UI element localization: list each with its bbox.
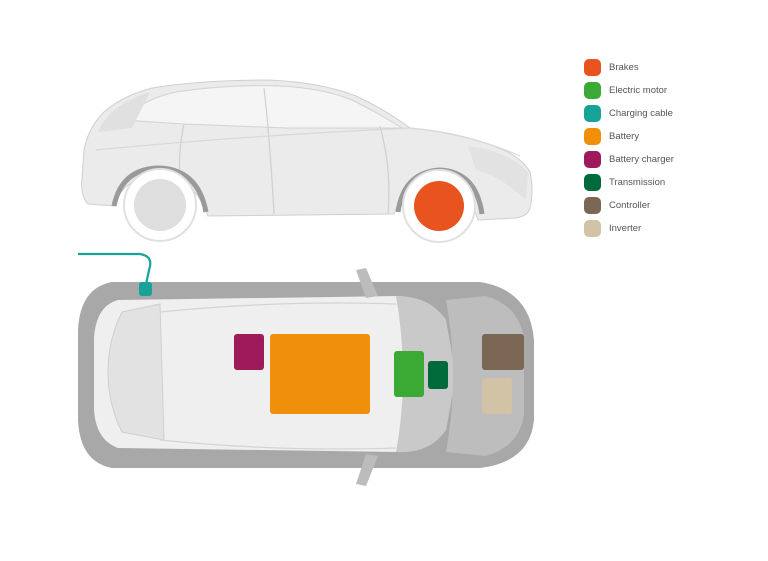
- electric-motor-component: [394, 351, 424, 397]
- transmission-swatch: [584, 174, 601, 191]
- charging-cable-swatch: [584, 105, 601, 122]
- charging-cable-plug: [139, 282, 152, 296]
- top-mirror-left: [356, 268, 378, 298]
- legend-item-charging-cable: Charging cable: [584, 105, 754, 122]
- legend-item-inverter: Inverter: [584, 220, 754, 237]
- battery-component: [270, 334, 370, 414]
- legend-item-transmission: Transmission: [584, 174, 754, 191]
- legend-item-battery: Battery: [584, 128, 754, 145]
- legend-item-battery-charger: Battery charger: [584, 151, 754, 168]
- battery-charger-component: [234, 334, 264, 370]
- legend-label: Brakes: [609, 62, 639, 73]
- battery-charger-swatch: [584, 151, 601, 168]
- car-side-view: [81, 79, 533, 243]
- transmission-component: [428, 361, 448, 389]
- legend-item-brakes: Brakes: [584, 59, 754, 76]
- legend-label: Inverter: [609, 223, 642, 234]
- top-rear-glass: [107, 303, 165, 441]
- controller-component: [482, 334, 524, 370]
- legend-item-electric-motor: Electric motor: [584, 82, 754, 99]
- legend-label: Battery charger: [609, 154, 674, 165]
- top-roof-line-upper: [159, 302, 397, 313]
- side-door-line-3: [379, 125, 390, 215]
- top-windshield: [396, 296, 456, 453]
- legend-label: Battery: [609, 131, 640, 142]
- controller-swatch: [584, 197, 601, 214]
- top-roof-line-lower: [159, 439, 397, 450]
- inverter-swatch: [584, 220, 601, 237]
- electric-motor-swatch: [584, 82, 601, 99]
- legend-label: Electric motor: [609, 85, 668, 96]
- legend-item-controller: Controller: [584, 197, 754, 214]
- brakes-component: [414, 181, 464, 231]
- legend: Brakes Electric motor Charging cable Bat…: [584, 59, 754, 243]
- side-door-line-2: [263, 87, 275, 215]
- car-top-view: [78, 252, 534, 486]
- legend-label: Transmission: [609, 177, 666, 188]
- top-mirror-right: [356, 454, 378, 486]
- top-hood: [446, 296, 524, 456]
- legend-label: Charging cable: [609, 108, 673, 119]
- rear-wheel-hub: [134, 179, 186, 231]
- brakes-swatch: [584, 59, 601, 76]
- side-rear-glass: [98, 92, 150, 132]
- battery-swatch: [584, 128, 601, 145]
- charging-cable: [78, 252, 152, 285]
- side-crease: [95, 127, 521, 157]
- side-windows: [123, 85, 404, 129]
- legend-label: Controller: [609, 200, 651, 211]
- inverter-component: [482, 378, 512, 414]
- side-front-shade: [468, 146, 528, 200]
